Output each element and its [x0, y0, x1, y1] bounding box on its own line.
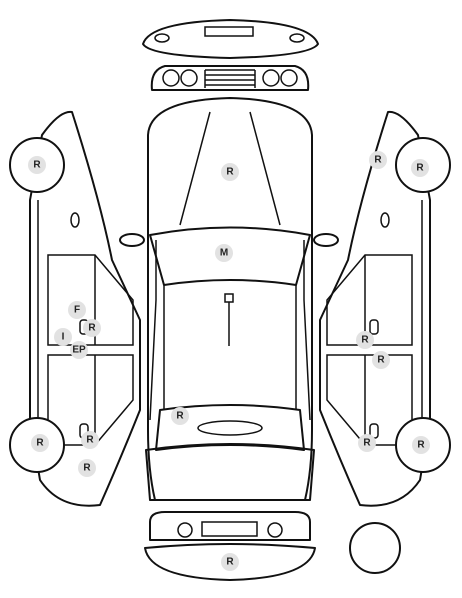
rear-tail-view[interactable] — [144, 511, 316, 581]
svg-text:R: R — [83, 463, 91, 474]
marker-right-rear-door-1[interactable]: R — [372, 351, 390, 369]
car-top-view[interactable] — [119, 97, 339, 501]
marker-left-front-wheel[interactable]: R — [28, 156, 46, 174]
marker-right-front-fender[interactable]: R — [369, 151, 387, 169]
front-bumper-view[interactable] — [142, 19, 319, 59]
svg-text:R: R — [374, 155, 382, 166]
svg-text:R: R — [363, 438, 371, 449]
marker-right-front-wheel[interactable]: R — [411, 159, 429, 177]
svg-text:R: R — [416, 163, 424, 174]
svg-text:R: R — [226, 167, 234, 178]
marker-left-front-door-ep[interactable]: EP — [70, 341, 88, 359]
svg-text:M: M — [220, 248, 228, 259]
marker-right-rear-wheel[interactable]: R — [412, 436, 430, 454]
right-side-view[interactable] — [319, 110, 451, 507]
marker-windshield[interactable]: M — [215, 244, 233, 262]
marker-right-front-door[interactable]: R — [356, 331, 374, 349]
svg-text:F: F — [74, 305, 80, 316]
marker-left-rear-quarter[interactable]: R — [78, 459, 96, 477]
marker-roof[interactable]: R — [171, 407, 189, 425]
marker-right-rear-door-2[interactable]: R — [358, 434, 376, 452]
marker-left-rear-wheel[interactable]: R — [31, 434, 49, 452]
front-grille-view[interactable] — [150, 65, 310, 91]
svg-text:R: R — [86, 435, 94, 446]
spare-wheel-view[interactable] — [349, 522, 401, 574]
marker-rear-bumper[interactable]: R — [221, 553, 239, 571]
svg-text:R: R — [88, 323, 96, 334]
marker-left-rear-door-r[interactable]: R — [81, 431, 99, 449]
svg-text:I: I — [62, 332, 65, 343]
svg-text:R: R — [417, 440, 425, 451]
svg-text:R: R — [226, 557, 234, 568]
marker-left-front-door-f[interactable]: F — [68, 301, 86, 319]
svg-text:R: R — [361, 335, 369, 346]
svg-text:R: R — [377, 355, 385, 366]
svg-text:EP: EP — [72, 345, 86, 356]
marker-left-front-door-r[interactable]: R — [83, 319, 101, 337]
svg-text:R: R — [176, 411, 184, 422]
marker-left-front-door-i[interactable]: I — [54, 328, 72, 346]
svg-text:R: R — [33, 160, 41, 171]
marker-hood[interactable]: R — [221, 163, 239, 181]
svg-text:R: R — [36, 438, 44, 449]
